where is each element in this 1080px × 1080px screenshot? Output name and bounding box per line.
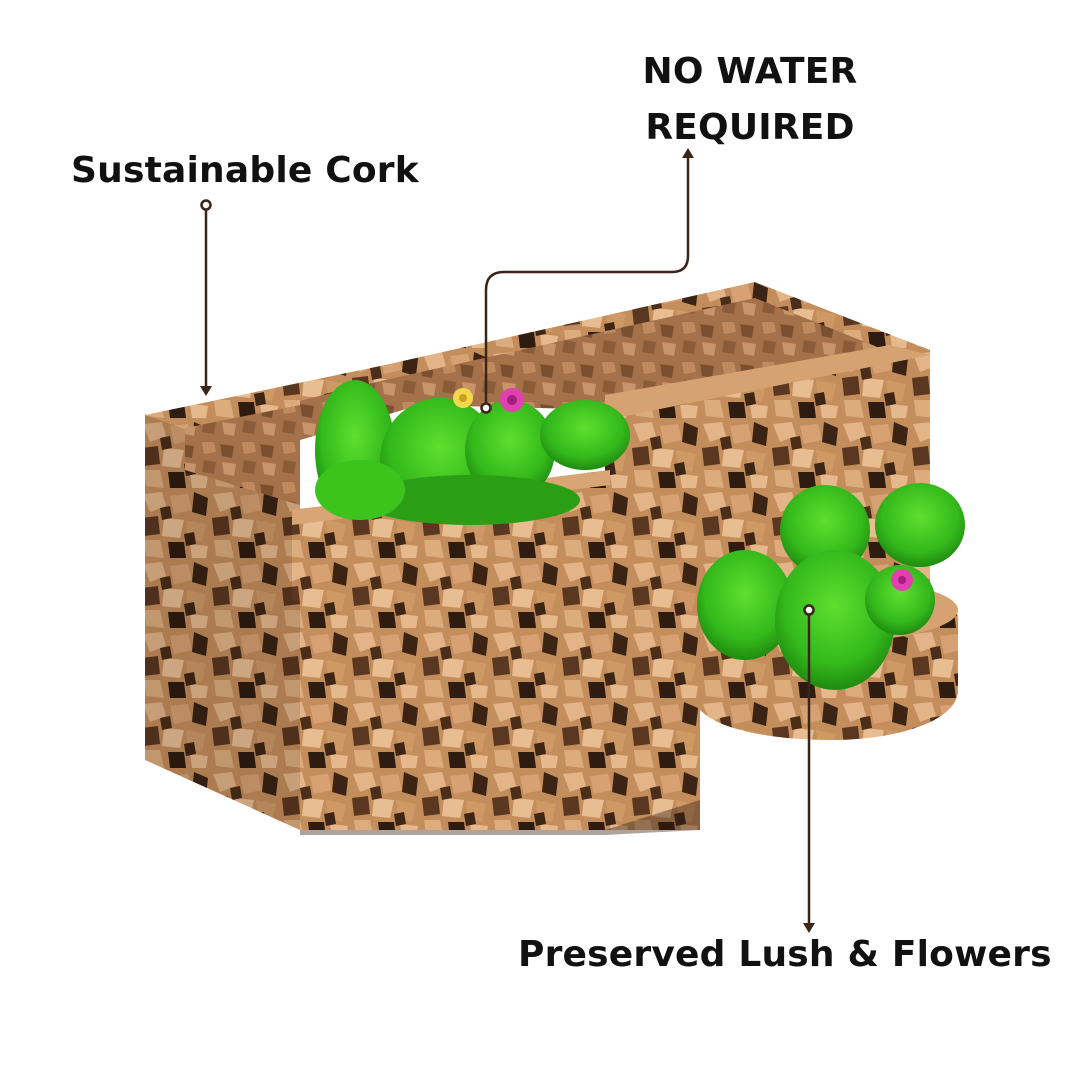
callout-no-water-line2: REQUIRED — [645, 107, 855, 148]
flowers-left — [453, 388, 524, 412]
leader-line-cork — [200, 199, 212, 396]
callout-preserved-moss: Preserved Lush & Flowers — [518, 934, 1052, 975]
leader-line-water — [480, 148, 694, 414]
callout-sustainable-cork: Sustainable Cork — [71, 150, 419, 191]
flowers-right — [891, 569, 913, 591]
callout-no-water-line1: NO WATER — [642, 51, 858, 92]
moss-left — [315, 380, 630, 525]
callout-no-water: NO WATER REQUIRED — [600, 44, 900, 156]
moss-right — [697, 483, 965, 690]
leader-line-moss — [803, 604, 815, 933]
